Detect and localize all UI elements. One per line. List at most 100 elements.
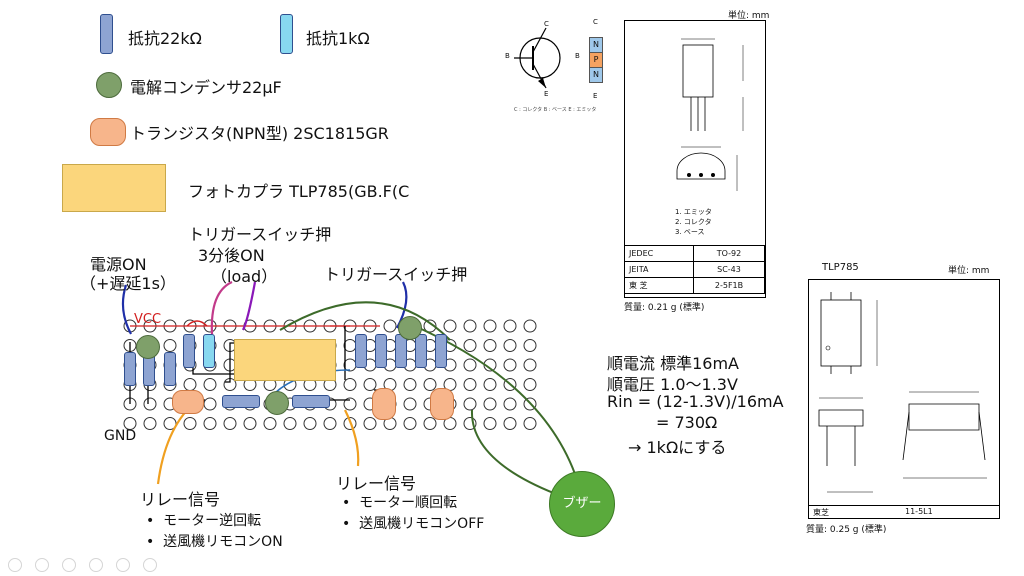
tlp785-code: 11-5L1: [905, 507, 933, 516]
npn-layer-stack: N P N: [589, 37, 603, 83]
board-hole: [143, 397, 157, 411]
board-hole: [483, 378, 497, 391]
board-hole: [143, 417, 157, 430]
board-hole: [483, 339, 497, 352]
to92-mass: 質量: 0.21 g (標準): [624, 303, 705, 313]
legend-photocoupler-swatch: [62, 164, 166, 212]
resistor-22k: [124, 352, 136, 386]
board-hole: [403, 417, 417, 430]
legend-photocoupler-label: フォトカプラ TLP785(GB.F(C: [188, 182, 410, 201]
to92-pin: 1. エミッタ: [675, 208, 712, 216]
legend-transistor-label: トランジスタ(NPN型) 2SC1815GR: [130, 124, 389, 143]
wire-green-top: [279, 301, 451, 341]
board-hole: [323, 417, 337, 430]
board-hole: [363, 417, 377, 430]
to92-pin: 2. コレクタ: [675, 218, 712, 226]
board-hole: [183, 417, 197, 430]
trigger-a-label-3: （load）: [211, 267, 278, 286]
pen-icon[interactable]: [35, 558, 50, 572]
wire-trigger-a-purple: [242, 281, 257, 331]
legend-resistor-1k-label: 抵抗1kΩ: [306, 29, 370, 48]
board-hole: [403, 378, 417, 391]
wire-green-buzzer-2: [470, 409, 557, 495]
board-hole: [463, 358, 477, 372]
board-hole: [163, 339, 177, 352]
npn-diagram-c-label: C: [593, 18, 598, 26]
board-hole: [203, 397, 217, 411]
board-hole: [223, 417, 237, 430]
trigger-a-label-2: 3分後ON: [198, 246, 265, 265]
relay-b-title: リレー信号: [336, 474, 417, 493]
p-layer: P: [589, 53, 603, 68]
board-hole: [343, 378, 357, 391]
npn-diagram-b-label: B: [575, 52, 580, 60]
relay-a-title: リレー信号: [140, 490, 221, 509]
pointer-icon[interactable]: [8, 558, 22, 572]
board-hole: [403, 397, 417, 411]
capacitor-22uf: [136, 335, 160, 359]
photocoupler-block: [234, 339, 336, 381]
zoom-icon[interactable]: [89, 558, 104, 572]
relay-a-item: • 送風機リモコンON: [146, 534, 283, 550]
board-hole: [343, 397, 357, 411]
transistor-2sc1815: [372, 388, 396, 420]
npn-c-label: C: [544, 20, 549, 28]
board-hole: [483, 417, 497, 430]
npn-caption: C : コレクタ B : ベース E : エミッタ: [514, 107, 597, 113]
legend-capacitor-swatch: [96, 72, 122, 98]
board-hole: [283, 417, 297, 430]
buzzer: ブザー: [549, 471, 615, 537]
tlp785-maker: 東芝: [813, 508, 829, 517]
board-hole: [523, 319, 537, 333]
calc-rin-result: = 730Ω: [656, 413, 718, 432]
legend-transistor-swatch: [90, 118, 126, 146]
legend-resistor-22k-label: 抵抗22kΩ: [128, 29, 202, 48]
resistor-22k: [164, 352, 176, 386]
board-hole: [503, 417, 517, 430]
wire-relay-b: [344, 409, 360, 467]
slides-icon[interactable]: [62, 558, 77, 572]
board-hole: [263, 417, 277, 430]
npn-symbol-graphic: [514, 27, 561, 89]
board-hole: [523, 358, 537, 372]
board-hole: [383, 319, 397, 333]
board-hole: [203, 417, 217, 430]
calc-rin-formula: Rin = (12-1.3V)/16mA: [607, 392, 784, 411]
power-on-label: 電源ON: [90, 255, 147, 274]
board-hole: [463, 378, 477, 391]
board-hole: [503, 358, 517, 372]
subtitle-icon[interactable]: [116, 558, 131, 572]
relay-b-item: • 送風機リモコンOFF: [342, 516, 485, 532]
resistor-22k: [183, 334, 195, 368]
resistor-22k-horizontal: [292, 395, 330, 408]
board-hole: [483, 319, 497, 333]
capacitor-22uf: [265, 391, 289, 415]
npn-diagram-e-label: E: [593, 92, 598, 100]
calc-conclusion: → 1kΩにする: [628, 438, 727, 457]
tlp785-title: TLP785: [822, 262, 859, 273]
tlp785-footer: 東芝 11-5L1: [809, 505, 999, 518]
board-hole: [463, 319, 477, 333]
capacitor-22uf: [398, 316, 422, 340]
more-icon[interactable]: [143, 558, 158, 572]
board-hole: [463, 339, 477, 352]
to92-pin: 3. ベース: [675, 228, 705, 236]
board-hole: [203, 378, 217, 391]
board-hole: [523, 378, 537, 391]
legend-resistor-22k-swatch: [100, 14, 113, 54]
calc-forward-voltage: 順電圧 1.0～1.3V: [607, 375, 738, 394]
resistor-22k: [435, 334, 447, 368]
transistor-2sc1815: [430, 388, 454, 420]
npn-e-label: E: [544, 90, 549, 98]
wire-relay-a: [156, 403, 194, 485]
board-hole: [123, 417, 137, 430]
tlp785-package-drawing: [818, 292, 987, 493]
slide-toolbar: [8, 557, 158, 572]
to92-package-drawing: [676, 38, 744, 191]
vcc-drop-1: [186, 320, 208, 327]
